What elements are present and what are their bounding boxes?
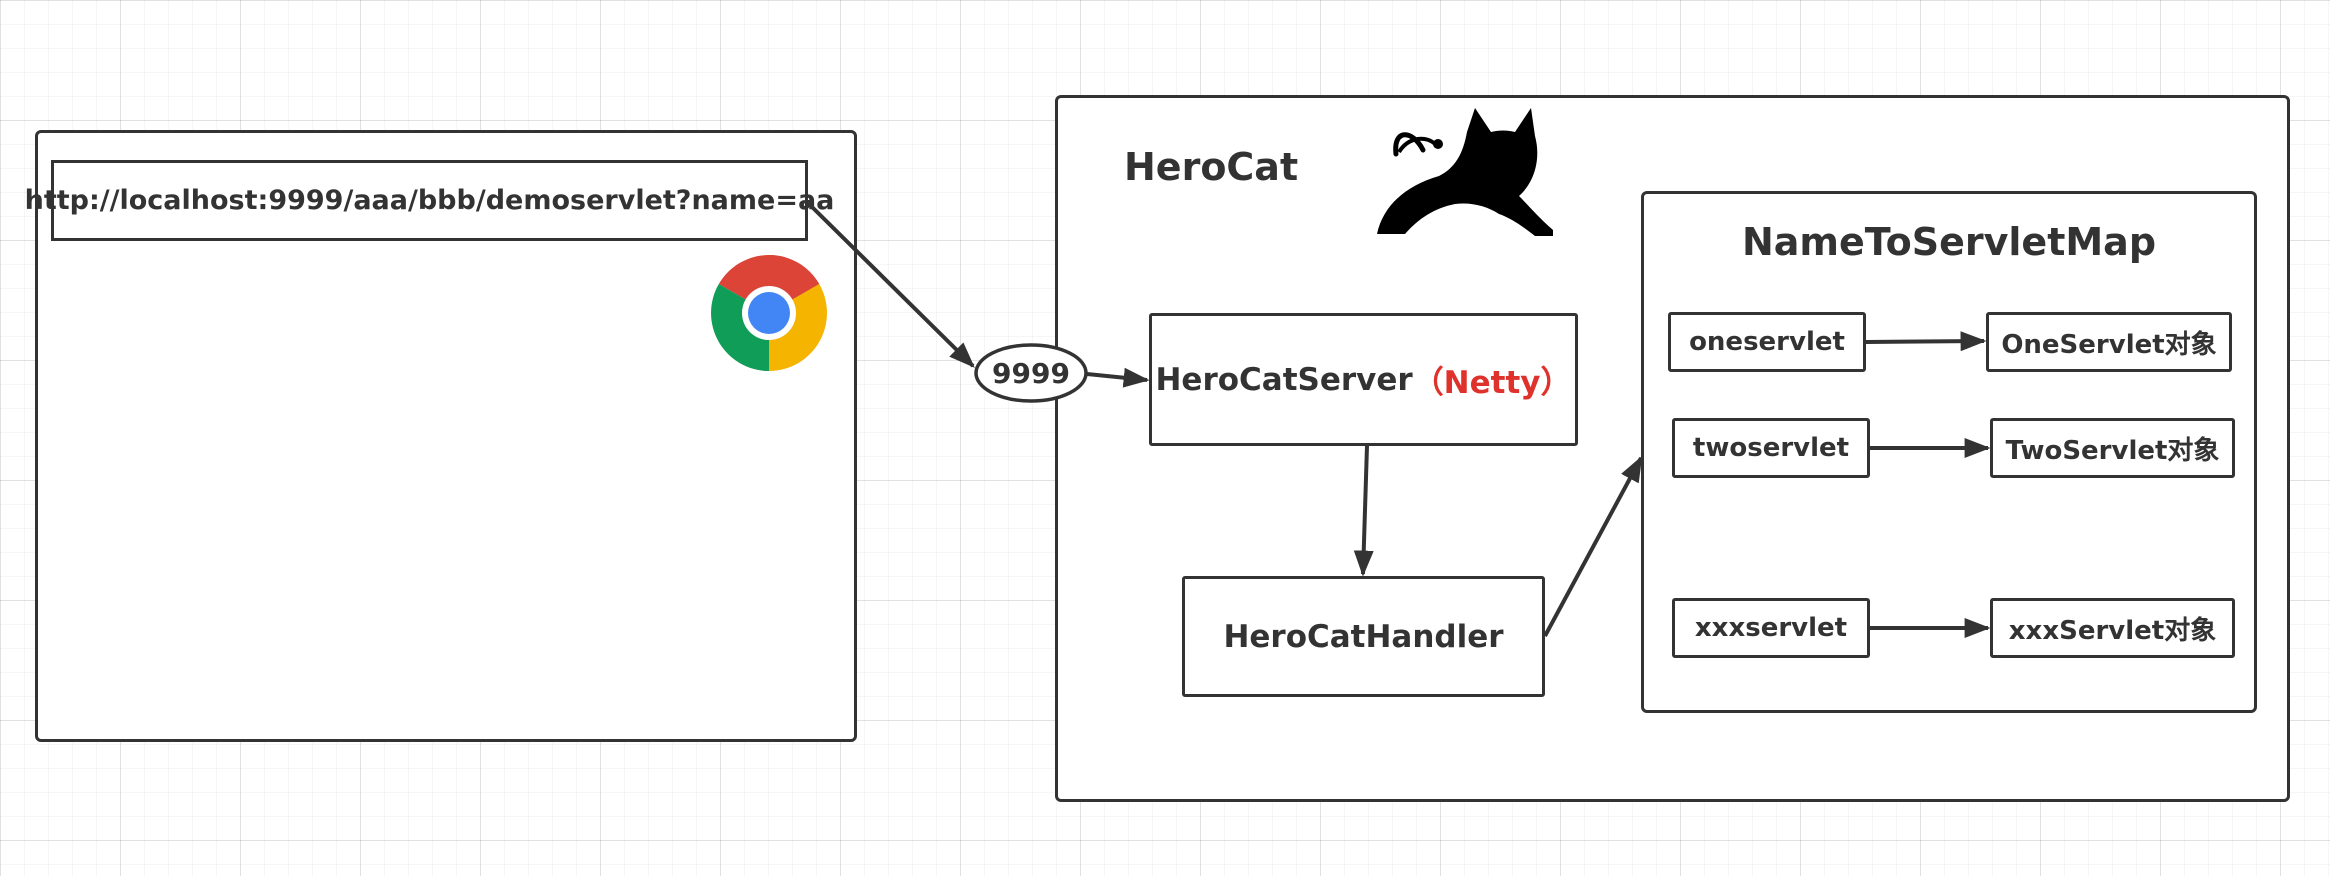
servlet-object-box: TwoServlet对象	[1990, 418, 2235, 478]
servlet-object: xxxServlet对象	[2008, 615, 2217, 646]
address-bar-url: http://localhost:9999/aaa/bbb/demoservle…	[24, 185, 835, 216]
cat-tail	[1393, 132, 1426, 157]
cat-tail-curl	[1397, 136, 1437, 154]
servlet-object-box: xxxServlet对象	[1990, 598, 2235, 658]
servlet-object: OneServlet对象	[2001, 329, 2217, 360]
servlet-name: oneservlet	[1689, 327, 1845, 357]
servlet-name: twoservlet	[1692, 433, 1850, 463]
servlet-object-box: OneServlet对象	[1986, 312, 2232, 372]
netty-label: （Netty）	[1412, 365, 1572, 401]
cat-belly-gap	[1425, 203, 1489, 222]
herocat-handler-label: HeroCatHandler	[1223, 618, 1504, 655]
herocat-title: HeroCat	[1124, 145, 1299, 189]
servlet-name-box: oneservlet	[1668, 312, 1866, 372]
servlet-name-box: xxxservlet	[1672, 598, 1870, 658]
cat-tail-tip	[1433, 139, 1443, 149]
tomcat-cat-icon	[1377, 108, 1553, 236]
chrome-red-arc	[718, 255, 820, 313]
servlet-name: xxxservlet	[1694, 613, 1848, 643]
cat-body	[1377, 108, 1553, 236]
servlet-name-box: twoservlet	[1672, 418, 1870, 478]
servlet-map-title: NameToServletMap	[1741, 220, 2157, 264]
cat-paw	[1438, 222, 1457, 233]
chrome-logo-icon	[711, 255, 827, 371]
herocat-handler-box: HeroCatHandler	[1182, 576, 1545, 697]
address-bar[interactable]: http://localhost:9999/aaa/bbb/demoservle…	[25, 160, 834, 241]
herocat-server-label: HeroCatServer	[1155, 361, 1413, 398]
chrome-blue-center	[748, 292, 790, 334]
servlet-object: TwoServlet对象	[2005, 435, 2220, 466]
herocat-server-box: HeroCatServer（Netty）	[1149, 313, 1578, 446]
